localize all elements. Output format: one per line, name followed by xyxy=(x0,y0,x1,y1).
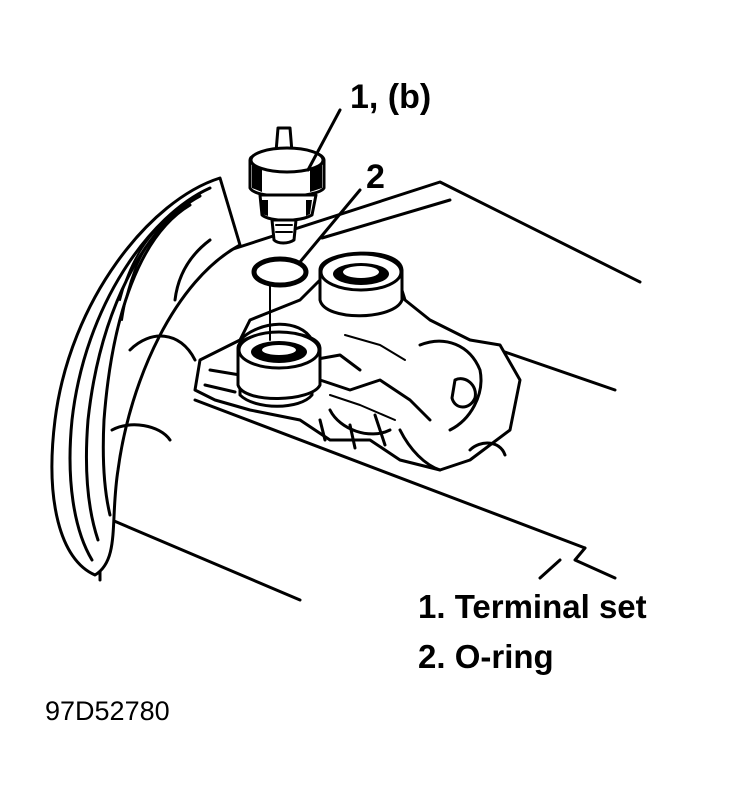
legend-item-terminal-set: 1. Terminal set xyxy=(418,588,647,625)
leader-line-part2 xyxy=(298,188,362,264)
figure-code: 97D52780 xyxy=(45,696,170,726)
callout-part2: 2 xyxy=(366,158,385,196)
terminal-set xyxy=(248,126,326,245)
pulley xyxy=(50,176,242,577)
terminal-port xyxy=(236,330,322,400)
leader-line-part1 xyxy=(306,108,342,172)
o-ring xyxy=(251,256,309,288)
legend-item-o-ring: 2. O-ring xyxy=(418,638,554,675)
rear-port xyxy=(318,251,404,318)
callout-part1: 1, (b) xyxy=(350,78,431,116)
